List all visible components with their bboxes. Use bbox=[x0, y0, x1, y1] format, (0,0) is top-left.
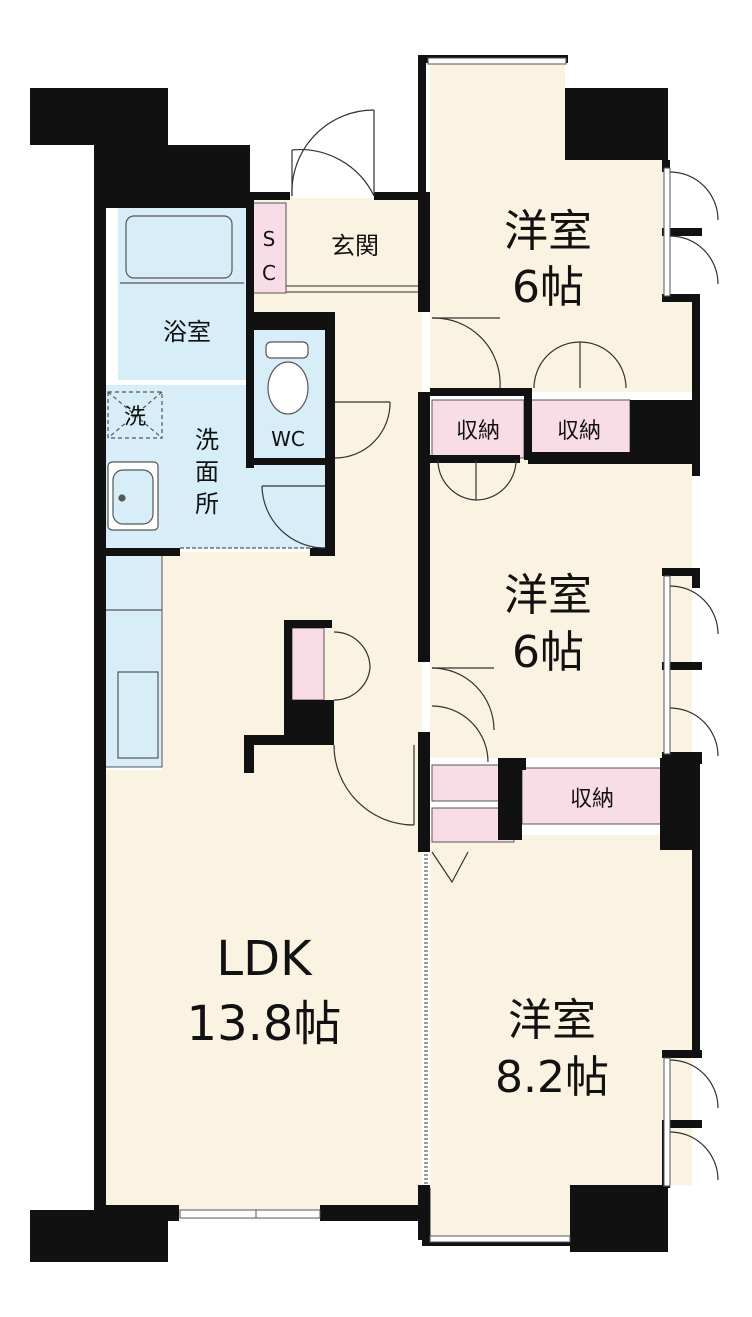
ldk-size: 13.8帖 bbox=[187, 996, 342, 1052]
windows bbox=[179, 57, 671, 1243]
bathroom-label: 浴室 bbox=[163, 318, 211, 346]
doors bbox=[261, 109, 719, 1181]
bedroom-1-floor bbox=[430, 62, 692, 392]
small-storage-a bbox=[431, 764, 503, 802]
labels: 洋室 6帖 洋室 6帖 洋室 8.2帖 LDK 13.8帖 玄関 S C 浴室 … bbox=[124, 206, 614, 1103]
storage-2-label: 収納 bbox=[557, 419, 601, 444]
bedroom-3-size: 8.2帖 bbox=[495, 1052, 609, 1103]
shoe-closet-label-s: S bbox=[263, 227, 276, 251]
wc-label: WC bbox=[271, 427, 305, 451]
interior-lines bbox=[104, 215, 431, 1240]
washroom-label-1: 洗 bbox=[195, 426, 219, 454]
ldk-floor bbox=[100, 552, 422, 1215]
bedroom-3-name: 洋室 bbox=[508, 995, 596, 1046]
bedroom-2-name: 洋室 bbox=[504, 570, 592, 621]
hallway-floor bbox=[252, 198, 422, 740]
washer-label: 洗 bbox=[124, 405, 146, 430]
ldk-name: LDK bbox=[216, 931, 313, 987]
storage-1-label: 収納 bbox=[456, 419, 500, 444]
washroom-floor bbox=[104, 385, 330, 548]
washroom-label-3: 所 bbox=[195, 490, 219, 518]
storage-3-floor bbox=[521, 767, 663, 825]
bedroom-1-size: 6帖 bbox=[512, 262, 584, 313]
kitchen-counter bbox=[103, 554, 163, 768]
washroom-label-2: 面 bbox=[195, 458, 219, 486]
bedroom-2-floor bbox=[430, 460, 692, 758]
bedroom-1-name: 洋室 bbox=[504, 206, 592, 257]
hall-closet bbox=[291, 627, 325, 701]
bedroom-2-size: 6帖 bbox=[512, 627, 584, 678]
storage-3-label: 収納 bbox=[570, 787, 614, 812]
shoe-closet-label-c: C bbox=[262, 261, 276, 285]
bedroom-3-floor bbox=[430, 835, 692, 1240]
entrance-label: 玄関 bbox=[331, 232, 379, 260]
storage-1-floor bbox=[431, 399, 525, 459]
walls bbox=[30, 55, 702, 1262]
